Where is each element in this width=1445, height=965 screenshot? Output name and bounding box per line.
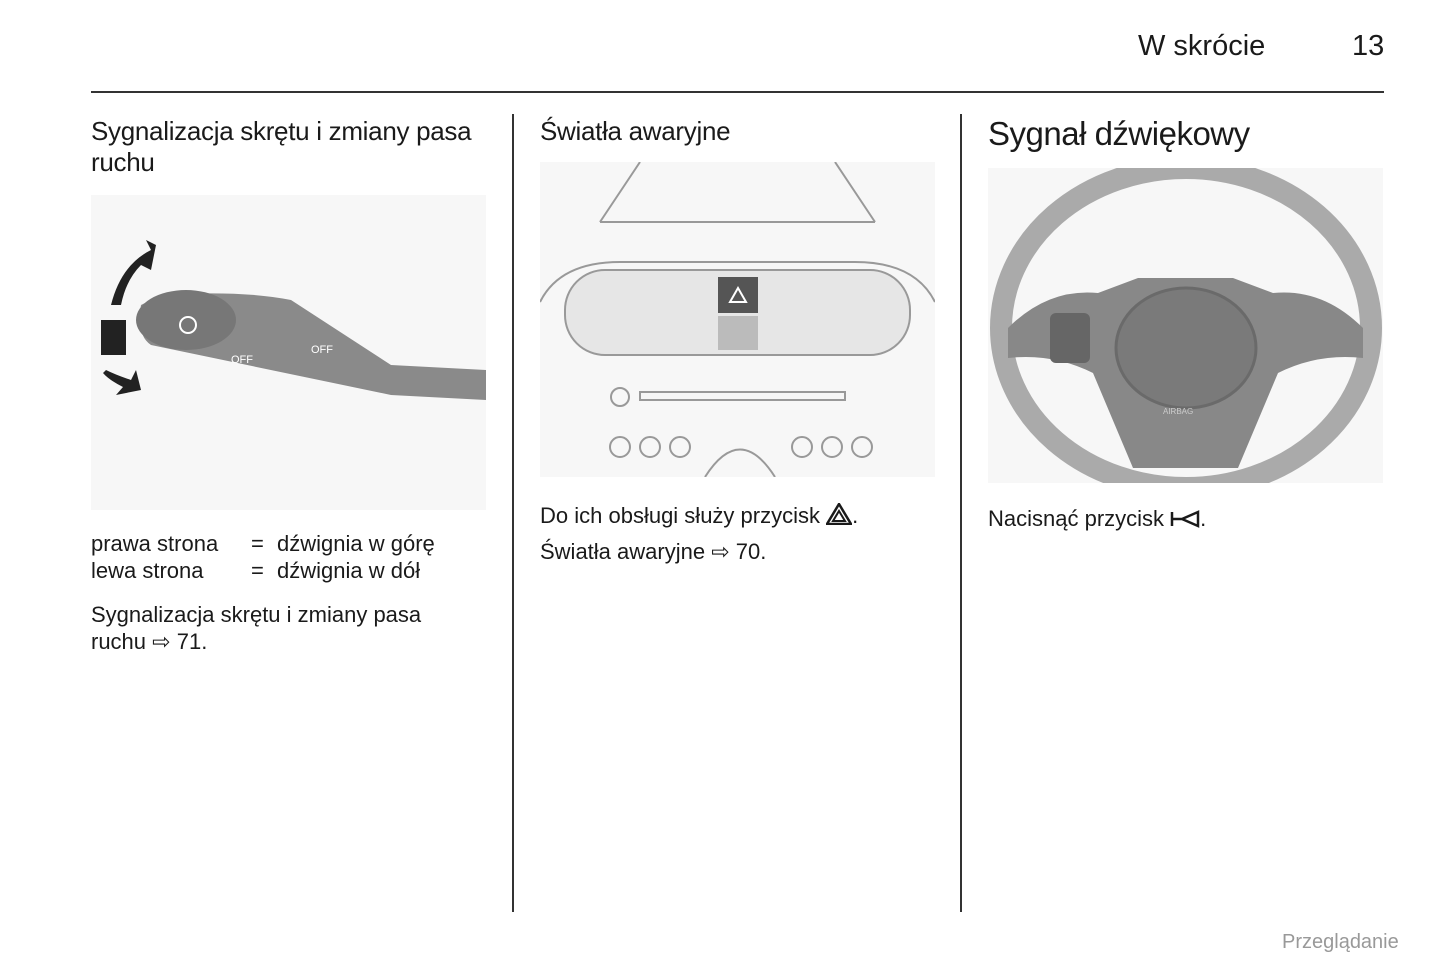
section-title: W skrócie bbox=[1138, 30, 1266, 62]
svg-text:OFF: OFF bbox=[231, 354, 253, 366]
horn-text: Nacisnąć przycisk . bbox=[988, 505, 1206, 534]
horn-heading: Sygnał dźwiękowy bbox=[988, 115, 1250, 152]
table-row: lewa strona=dźwignia w dół bbox=[91, 558, 421, 583]
header-rule bbox=[91, 91, 1384, 93]
svg-text:OFF: OFF bbox=[311, 344, 333, 356]
column-divider bbox=[512, 114, 514, 912]
turn-signal-lever-illustration: OFF OFF bbox=[91, 195, 486, 510]
column-divider bbox=[960, 114, 962, 912]
hazard-button-illustration bbox=[539, 161, 936, 478]
svg-text:AIRBAG: AIRBAG bbox=[1163, 407, 1193, 416]
page-number: 13 bbox=[1352, 30, 1385, 62]
reference-arrow-icon: ⇨ bbox=[711, 539, 730, 564]
page-link[interactable]: 71. bbox=[176, 629, 208, 654]
reference-arrow-icon: ⇨ bbox=[152, 629, 171, 654]
browse-link[interactable]: Przeglądanie bbox=[1282, 931, 1399, 953]
lever-direction-table: prawa strona=dźwignia w górę lewa strona… bbox=[91, 530, 435, 584]
hazard-lights-heading: Światła awaryjne bbox=[540, 116, 731, 146]
horn-icon bbox=[1170, 507, 1200, 534]
table-row: prawa strona=dźwignia w górę bbox=[91, 531, 435, 556]
hazard-warning-icon bbox=[824, 501, 854, 535]
page-link[interactable]: 70. bbox=[735, 539, 767, 564]
turn-signal-reference: Sygnalizacja skrętu i zmiany pasa ruchu … bbox=[91, 602, 422, 654]
turn-signal-heading: Sygnalizacja skrętu i zmiany pasa ruchu bbox=[91, 116, 472, 177]
steering-wheel-illustration: AIRBAG bbox=[988, 157, 1383, 499]
hazard-lights-text: Do ich obsługi służy przycisk . Światła … bbox=[540, 501, 859, 564]
